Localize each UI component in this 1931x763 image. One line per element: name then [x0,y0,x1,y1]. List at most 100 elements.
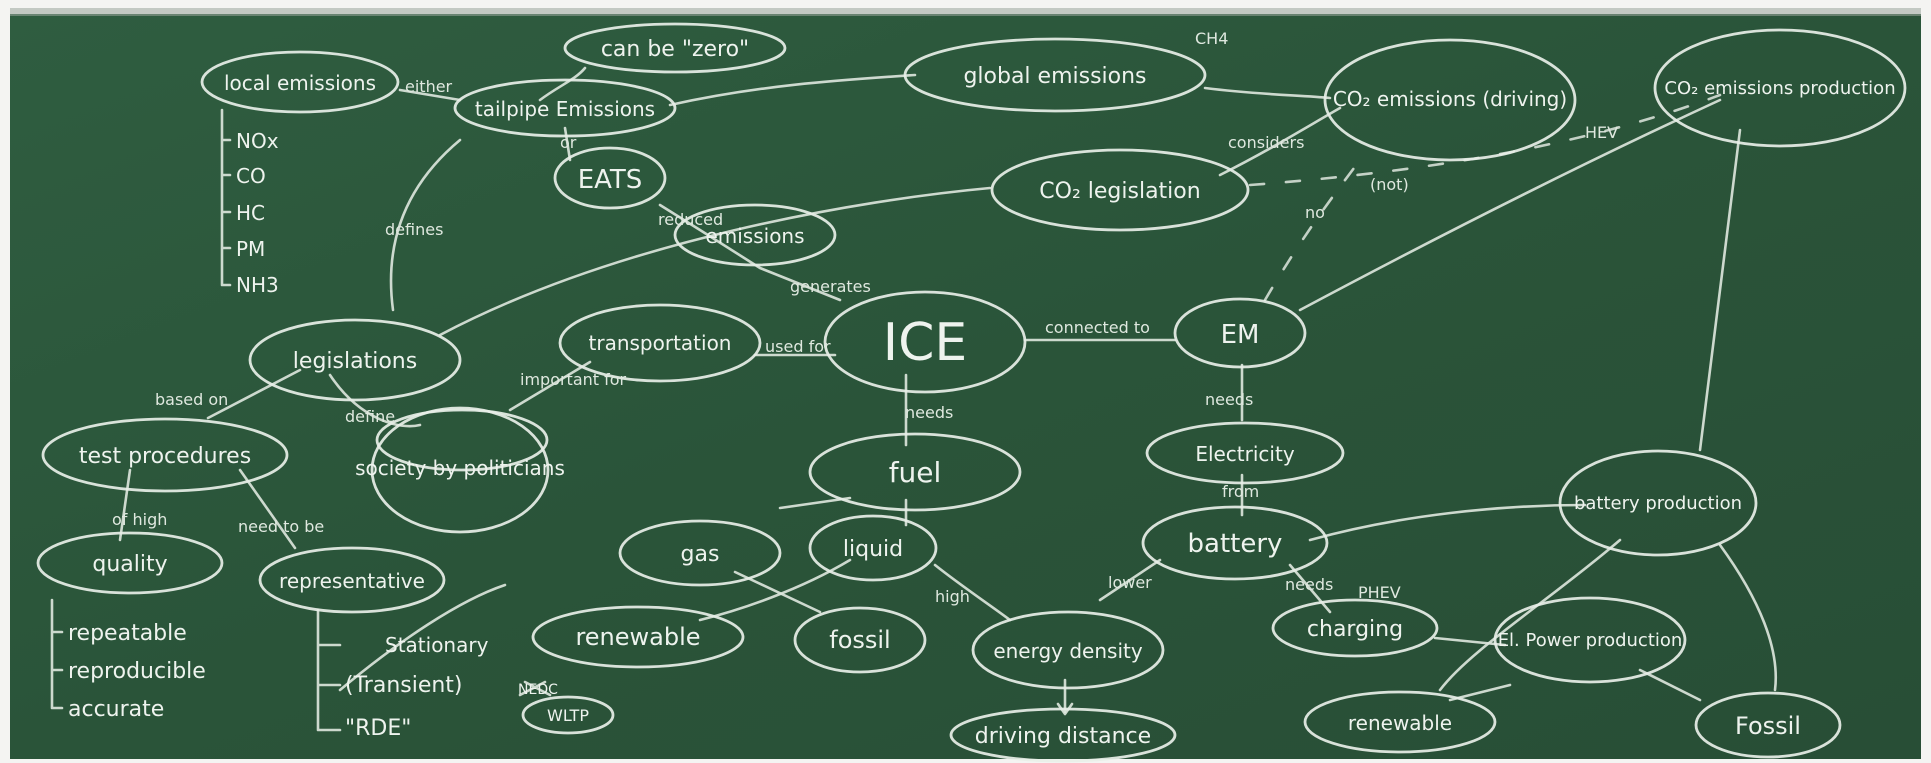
node-battery: battery [1188,529,1283,559]
edge-testproc-representative [238,468,297,550]
list-item-reproducible: reproducible [68,659,206,684]
ellipse-politicians [370,406,550,534]
ellipse-co2-legislation [990,148,1250,232]
ellipse-renewable-power [1303,690,1497,754]
edge-label-defines: defines [385,220,443,239]
list-item-co: CO [236,164,266,188]
ellipse-electricity [1145,421,1345,485]
edge-tailpipe-global [668,73,917,107]
ellipse-tailpipe [453,78,677,138]
label-nedc: NEDC [518,682,558,698]
edge-label-needs-fuel: needs [905,403,953,422]
node-liquid: liquid [843,537,903,562]
ellipse-charging [1271,598,1439,658]
list-item-nox: NOx [236,129,279,153]
edge-label-lower: lower [1108,573,1152,592]
edge-battery-charging [1288,563,1332,614]
node-labels: can be "zero" local emissions tailpipe E… [79,37,1896,749]
node-renewable-power: renewable [1348,711,1452,735]
edge-charging-elpower [1433,636,1507,647]
node-transportation: transportation [589,331,732,355]
bracket-local-emissions [220,108,232,287]
edge-label-important-for: important for [520,370,627,389]
edge-fuel-gas [778,496,852,510]
ellipse-eats [553,146,667,210]
edge-label-used-for: used for [765,337,831,356]
ellipse-legislations [248,318,462,402]
ellipse-battery-production [1558,449,1758,557]
list-item-transient: (Transient) [345,673,463,698]
node-co2-legislation: CO₂ legislation [1039,179,1200,204]
node-electricity: Electricity [1195,442,1295,466]
node-em: EM [1221,320,1260,350]
edge-label-of-high: of high [112,510,167,529]
edge-label-generates: generates [790,277,871,296]
bracket-quality [50,598,64,710]
edge-label-based-on: based on [155,390,228,409]
edge-legislations-society [328,373,422,428]
list-item-repeatable: repeatable [68,621,187,646]
node-renewable-fuel: renewable [575,623,700,651]
ellipse-battery [1141,505,1329,581]
edge-global-co2driving [1203,86,1332,100]
ellipse-representative [258,546,446,614]
edge-label-either: either [405,77,453,96]
ellipse-emissions [673,203,837,267]
edge-label-hev: HEV [1585,123,1618,142]
node-fossil-fuel: fossil [829,626,890,654]
ellipse-el-power [1493,596,1687,684]
node-co2-driving: CO₂ emissions (driving) [1333,87,1567,111]
node-charging: charging [1307,617,1403,642]
edge-label-needs-electricity: needs [1205,390,1253,409]
edge-label-or: or [560,133,577,152]
edge-eats-emissions-ice [658,203,842,302]
node-quality: quality [92,552,167,577]
node-emissions: emissions [705,224,804,248]
edge-label-define: define [345,407,395,426]
edge-em-co2driving-dashed [1263,158,1362,302]
list-item-accurate: accurate [68,697,164,722]
arrowhead-driving-distance [1056,702,1074,716]
edge-battery-energydensity [1098,558,1162,602]
ellipse-em [1173,297,1307,369]
node-test-procedures: test procedures [79,444,251,469]
edge-battery-batteryproduction [1308,503,1587,542]
node-gas: gas [681,542,720,567]
edge-liquid-energydensity [933,563,1012,622]
edge-label-from: from [1222,482,1259,501]
node-representative: representative [279,569,425,593]
ellipse-co2-driving [1323,38,1577,162]
edge-label-connected-to: connected to [1045,318,1150,337]
edge-label-no: no [1305,203,1325,222]
node-legislations: legislations [293,349,417,374]
ellipse-fossil-power [1694,691,1842,759]
node-tailpipe-emissions: tailpipe Emissions [475,97,655,121]
edge-tailpipe-zero [538,66,587,102]
node-global-emissions: global emissions [963,64,1146,89]
bracket-representative [316,608,342,732]
edge-batteryprod-co2production [1698,128,1742,452]
node-local-emissions: local emissions [224,71,376,95]
edge-label-not: (not) [1370,175,1409,194]
ellipse-global-emissions [903,37,1207,113]
strike-stationary [338,583,507,692]
edge-legislations-testprocedures [206,368,302,420]
node-society-politicians: society by politicians [355,456,565,480]
ellipse-fuel [808,432,1022,512]
node-shapes [36,22,1907,763]
edge-labels: CH4 either or defines reduced considers … [112,29,1618,606]
edge-elpower-fossil [1638,668,1702,702]
chalk-tray-edge [10,8,1921,16]
ellipse-gas [618,519,782,587]
list-labels: NOx CO HC PM NH3 repeatable reproducible… [68,129,589,741]
edge-label-ch4: CH4 [1195,29,1228,48]
ellipse-liquid [808,514,938,582]
edge-label-need-to-be: need to be [238,517,324,536]
strike-nedc [518,680,552,697]
edge-label-reduced: reduced [658,210,723,229]
ellipse-renewable-fuel [531,605,745,669]
node-battery-production: battery production [1574,493,1742,514]
ellipse-society [375,408,549,472]
